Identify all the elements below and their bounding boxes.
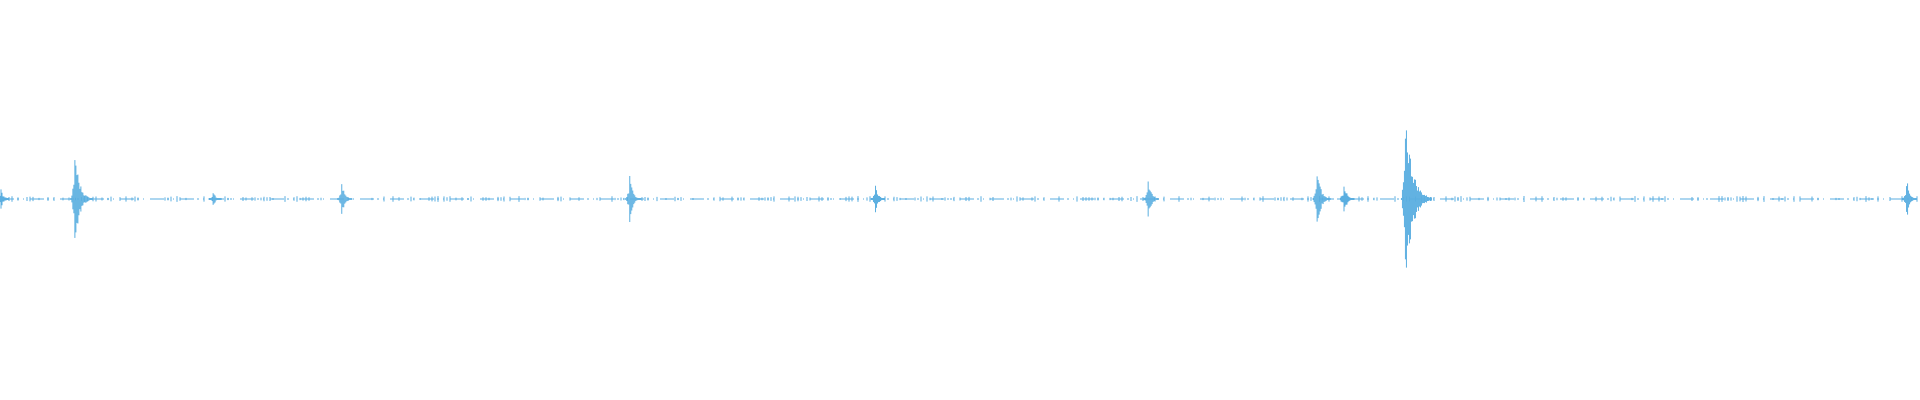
waveform-peak	[0, 189, 10, 209]
waveform-peak	[1339, 186, 1355, 212]
waveform-peak	[337, 184, 353, 214]
waveform-peak	[1400, 130, 1432, 268]
waveform-peak	[208, 193, 222, 205]
waveform-peak	[625, 175, 642, 223]
waveform-peak	[1902, 183, 1918, 215]
waveform-peak	[1312, 176, 1331, 222]
waveform-peak	[871, 185, 886, 213]
waveform-peak	[70, 160, 93, 238]
waveform-peaks	[0, 130, 1918, 268]
waveform-peak	[1143, 181, 1159, 217]
